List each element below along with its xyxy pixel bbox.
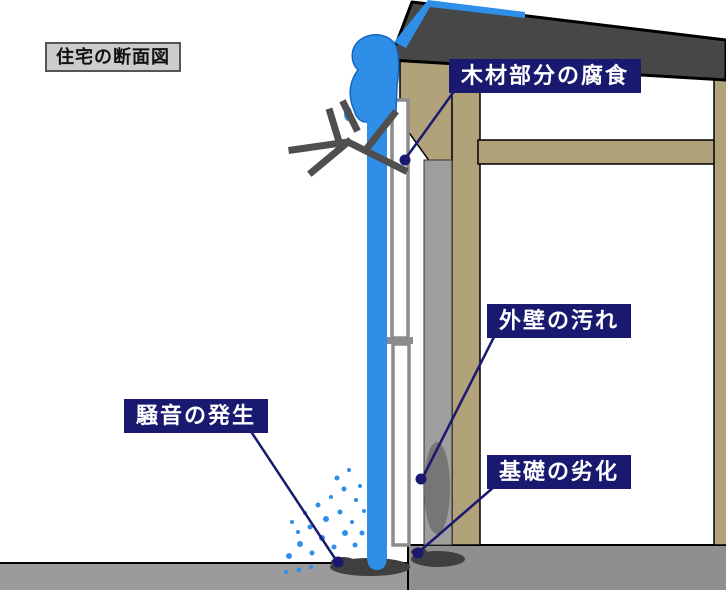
roof-water-flow: [394, 0, 525, 48]
horizontal-beam: [477, 139, 726, 165]
water-column: [367, 112, 387, 570]
foundation-leader-line: [419, 485, 496, 552]
diagram-title: 住宅の断面図: [45, 42, 181, 72]
foundation-slab: [407, 544, 726, 590]
callout-foundation: 基礎の劣化: [487, 455, 632, 489]
slab-puddle: [411, 551, 465, 567]
noise-leader-line: [248, 429, 338, 561]
callout-wall-stain: 外壁の汚れ: [487, 304, 632, 338]
wall-stain-mark: [424, 442, 450, 534]
callout-wood-rot: 木材部分の腐食: [449, 59, 642, 93]
right-wall: [713, 77, 726, 546]
noise-dot: [332, 556, 344, 568]
leader-lines: [248, 89, 497, 561]
gutter-overflow-water: [349, 34, 400, 123]
foundation-dot: [412, 547, 424, 559]
wall-stain-dot: [415, 473, 427, 485]
fallen-branch: [288, 99, 409, 177]
water-splash-dots: [284, 468, 366, 574]
wall-stain-leader-line: [421, 334, 497, 478]
wood-rot-leader-line: [404, 89, 457, 159]
callout-noise: 騒音の発生: [124, 399, 269, 433]
wall-corner-post: [451, 63, 481, 546]
wood-rot-dot: [399, 154, 411, 166]
leader-dots: [332, 154, 427, 568]
